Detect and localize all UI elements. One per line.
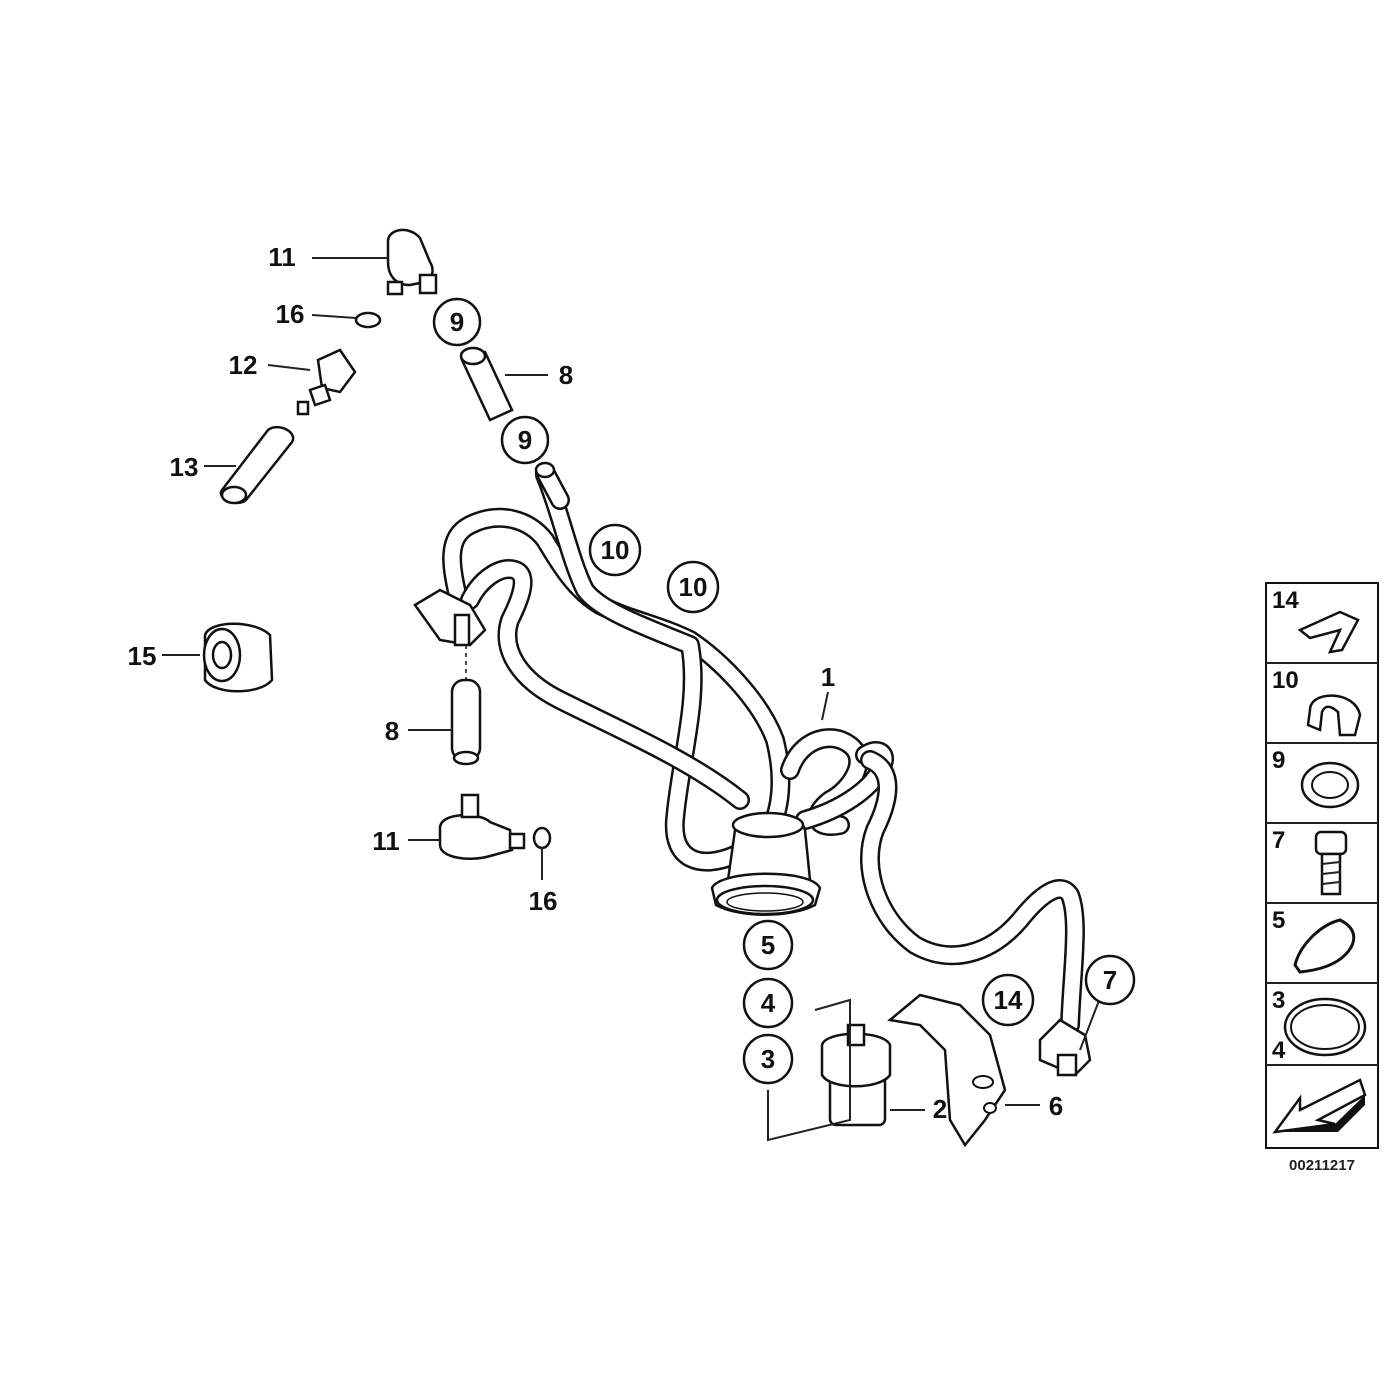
- label-12: 12: [229, 350, 258, 380]
- gasket-icon: [1293, 918, 1356, 974]
- label-6: 6: [1049, 1091, 1063, 1121]
- drawing-code: 00211217: [1289, 1157, 1355, 1174]
- hose-clamp-icon: [1306, 694, 1362, 737]
- circled-label-9-lower: 9: [518, 425, 532, 455]
- label-2: 2: [933, 1094, 947, 1124]
- label-16-lower: 16: [529, 886, 558, 916]
- circled-label-3: 3: [761, 1044, 775, 1074]
- label-13: 13: [170, 452, 199, 482]
- legend-label-5: 5: [1272, 907, 1285, 934]
- legend-label-7: 7: [1272, 827, 1285, 854]
- label-11-top: 11: [268, 242, 296, 272]
- circle-5: [742, 919, 794, 971]
- lower-parts: [767, 993, 1007, 1148]
- bolt-icon: [1314, 830, 1348, 896]
- circled-label-10-left: 10: [601, 535, 630, 565]
- circled-label-9-top: 9: [450, 307, 464, 337]
- circle-7: [1084, 954, 1136, 1006]
- circled-label-5: 5: [761, 930, 775, 960]
- circled-label-14: 14: [994, 985, 1023, 1015]
- legend-label-14: 14: [1272, 587, 1299, 614]
- circled-label-10-right: 10: [679, 572, 708, 602]
- circle-9-lower: [500, 415, 550, 465]
- left-parts: [202, 622, 552, 860]
- legend-panel: 14 10 9 7 5 3 4 00211217: [1265, 582, 1379, 1174]
- circled-label-4: 4: [761, 988, 776, 1018]
- upper-left-parts: [219, 228, 570, 510]
- circle-10-right: [666, 560, 720, 614]
- legend-label-4: 4: [1272, 1037, 1286, 1064]
- circle-10-left: [588, 523, 642, 577]
- leader-lines: [162, 257, 1101, 1111]
- hose-assembly: [413, 465, 1092, 1077]
- circle-14: [981, 973, 1035, 1027]
- circled-labels: 9 9 10 10 5 4 3 14 7: [432, 297, 1136, 1085]
- legend-label-9: 9: [1272, 747, 1285, 774]
- direction-arrow-icon: [1272, 1078, 1367, 1134]
- label-15: 15: [128, 641, 157, 671]
- legend-label-3: 3: [1272, 987, 1285, 1014]
- label-11-lower: 11: [372, 826, 400, 856]
- circle-3: [742, 1033, 794, 1085]
- label-8-lower: 8: [385, 716, 399, 746]
- part-labels: 11 16 12 13 8 15 8 11 16 1 2 6: [128, 242, 1064, 1124]
- circle-4: [742, 977, 794, 1029]
- label-1: 1: [821, 662, 835, 692]
- label-16-top: 16: [276, 299, 305, 329]
- clip-icon: [1297, 610, 1360, 654]
- circle-9-top: [432, 297, 482, 347]
- legend-label-10: 10: [1272, 667, 1299, 694]
- label-8-top: 8: [559, 360, 573, 390]
- circled-label-7: 7: [1103, 965, 1117, 995]
